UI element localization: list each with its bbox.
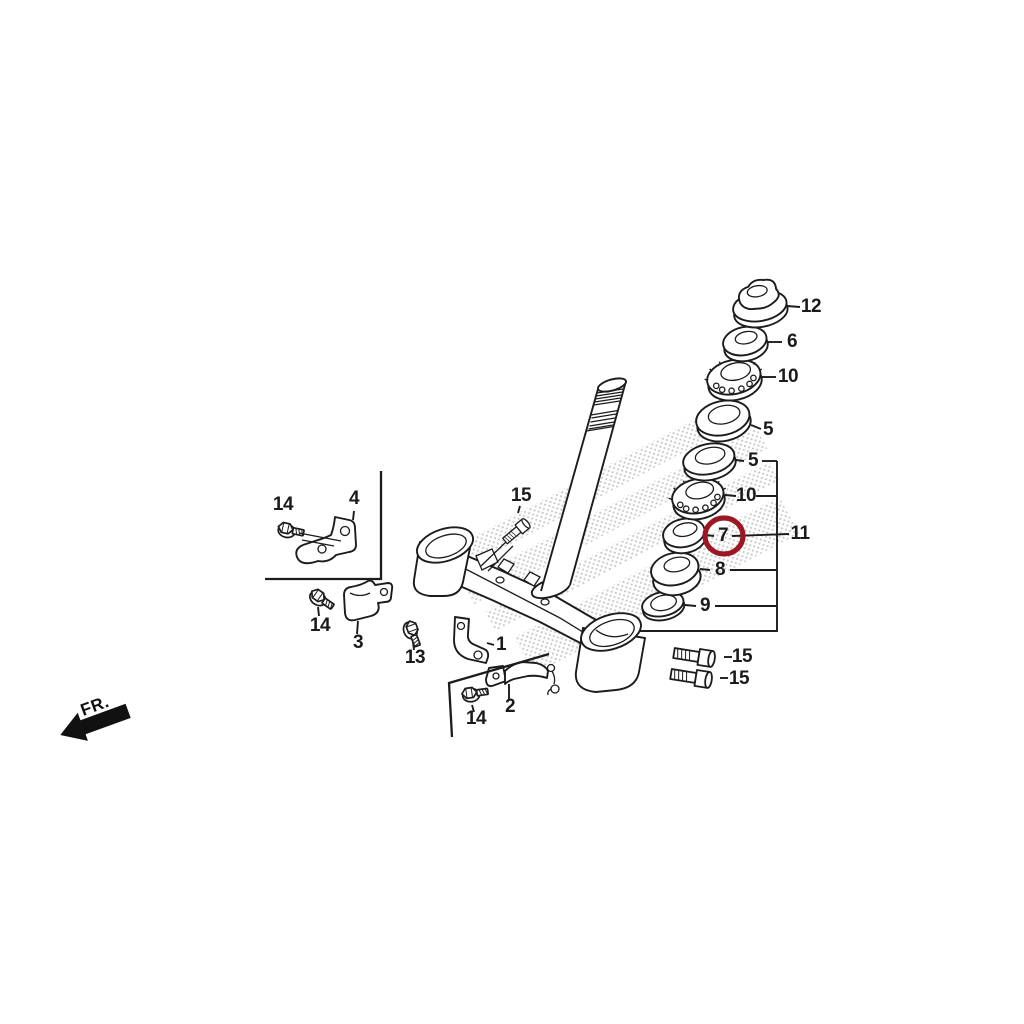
part-callout-12: 12 bbox=[800, 296, 822, 317]
dust-seal-5 bbox=[682, 442, 737, 482]
steering-bottom-bridge bbox=[412, 377, 647, 693]
part-callout-10-set: 10 bbox=[735, 485, 757, 506]
part-callout-6: 6 bbox=[786, 331, 798, 352]
assembly-guide-lines bbox=[298, 532, 514, 572]
part-callout-5-set: 5 bbox=[747, 450, 759, 471]
bolt-14-left bbox=[275, 520, 306, 542]
part-callout-15-top: 15 bbox=[510, 485, 532, 506]
cone-washer-6 bbox=[722, 325, 769, 363]
part-callout-9: 9 bbox=[699, 595, 711, 616]
part-callout-5-upper: 5 bbox=[762, 419, 774, 440]
fork-clamp-left bbox=[412, 526, 499, 597]
steering-stop-bracket-4 bbox=[295, 516, 357, 565]
bolt-14-bottom bbox=[460, 684, 490, 704]
bolt-13 bbox=[400, 618, 424, 650]
set-bracket-11 bbox=[640, 460, 778, 632]
bearing-race-7 bbox=[662, 517, 707, 555]
steel-ball-bearing-lower-10 bbox=[668, 475, 727, 521]
part-callout-14-mid: 14 bbox=[309, 615, 331, 636]
dust-seal-upper-5 bbox=[695, 399, 752, 443]
part-callout-4: 4 bbox=[348, 488, 360, 509]
steering-stem-nut-12 bbox=[732, 278, 789, 329]
part-callout-14-bottom: 14 bbox=[465, 708, 487, 729]
part-callout-1: 1 bbox=[495, 634, 507, 655]
leader-lines bbox=[317, 305, 801, 713]
stem-tube bbox=[540, 377, 627, 592]
fork-clamp-right bbox=[574, 612, 647, 693]
fr-arrow-glyph bbox=[60, 703, 131, 741]
part-callout-10-upper: 10 bbox=[777, 366, 799, 387]
subassembly-box-2 bbox=[447, 652, 550, 738]
bolt-14-mid bbox=[305, 586, 337, 615]
subassembly-box-4 bbox=[265, 471, 383, 581]
clamp-bracket-3 bbox=[343, 579, 394, 622]
stay-bracket-2 bbox=[485, 661, 560, 696]
bolt-15-right-upper bbox=[671, 644, 717, 669]
part-callout-2: 2 bbox=[504, 696, 516, 717]
part-callout-8: 8 bbox=[714, 559, 726, 580]
part-callout-15-right-upper: 15 bbox=[731, 646, 753, 667]
stay-bracket-1 bbox=[453, 616, 490, 664]
part-callout-3: 3 bbox=[352, 632, 364, 653]
washer-9 bbox=[641, 590, 686, 622]
steel-ball-bearing-upper-10 bbox=[704, 356, 763, 402]
dust-seal-8 bbox=[650, 551, 702, 597]
part-callout-13: 13 bbox=[404, 647, 426, 668]
part-callout-15-right-lower: 15 bbox=[728, 668, 750, 689]
part-callout-11: 11 bbox=[790, 523, 810, 544]
part-callout-7: 7 bbox=[717, 525, 729, 546]
fr-arrow: FR. bbox=[60, 692, 131, 741]
part-callout-14-left: 14 bbox=[272, 494, 294, 515]
highlight-circle-7 bbox=[702, 515, 746, 557]
bolt-15-right-lower bbox=[668, 665, 714, 690]
